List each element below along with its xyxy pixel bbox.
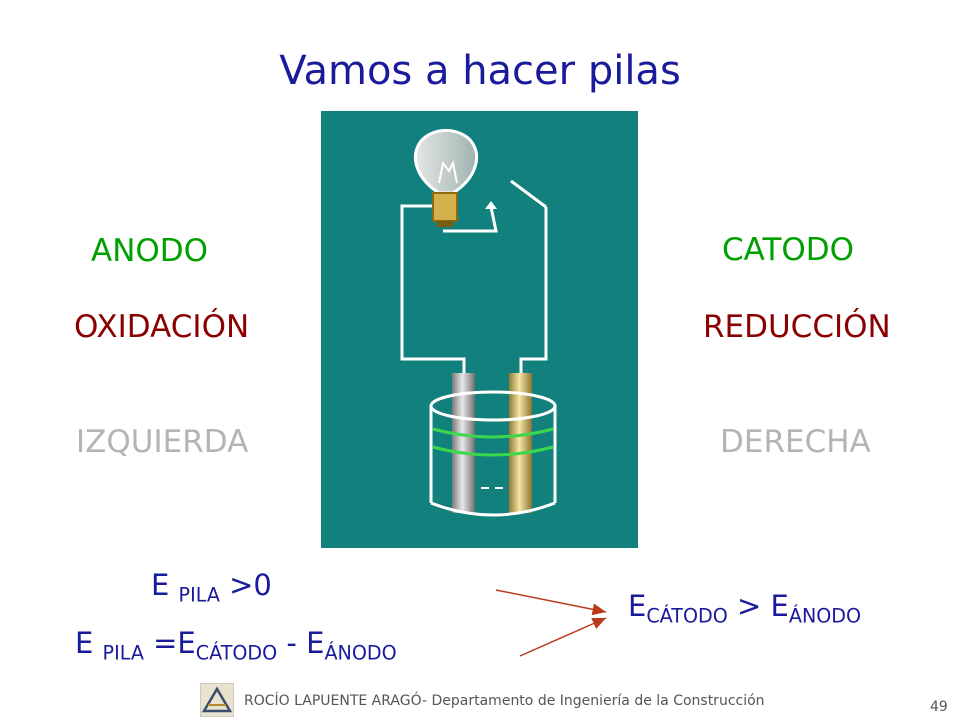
anode-electrode — [452, 373, 475, 513]
right-side-label: DERECHA — [720, 424, 871, 460]
left-side-label: IZQUIERDA — [76, 424, 249, 460]
department-logo — [199, 682, 235, 718]
cell-potential-condition: E PILA >0 — [151, 568, 272, 607]
cell-potential-formula: E PILA =ECÁTODO - EÁNODO — [75, 626, 397, 665]
battery-illustration — [321, 111, 638, 548]
page-title: Vamos a hacer pilas — [279, 48, 681, 94]
electrolyte-level — [432, 427, 554, 457]
oxidation-label: OXIDACIÓN — [74, 309, 250, 345]
reduction-label: REDUCCIÓN — [703, 309, 891, 345]
cathode-label: CATODO — [722, 232, 855, 268]
cathode-electrode — [509, 373, 532, 513]
light-bulb-icon — [413, 129, 479, 227]
battery-diagram — [400, 129, 557, 517]
page-number: 49 — [930, 699, 948, 715]
anode-label: ANODO — [91, 233, 209, 269]
footer-credit: ROCÍO LAPUENTE ARAGÓ- Departamento de In… — [244, 693, 765, 709]
potential-comparison: ECÁTODO > EÁNODO — [628, 589, 862, 628]
beaker — [429, 390, 557, 517]
switch-arrow-icon — [485, 201, 497, 209]
